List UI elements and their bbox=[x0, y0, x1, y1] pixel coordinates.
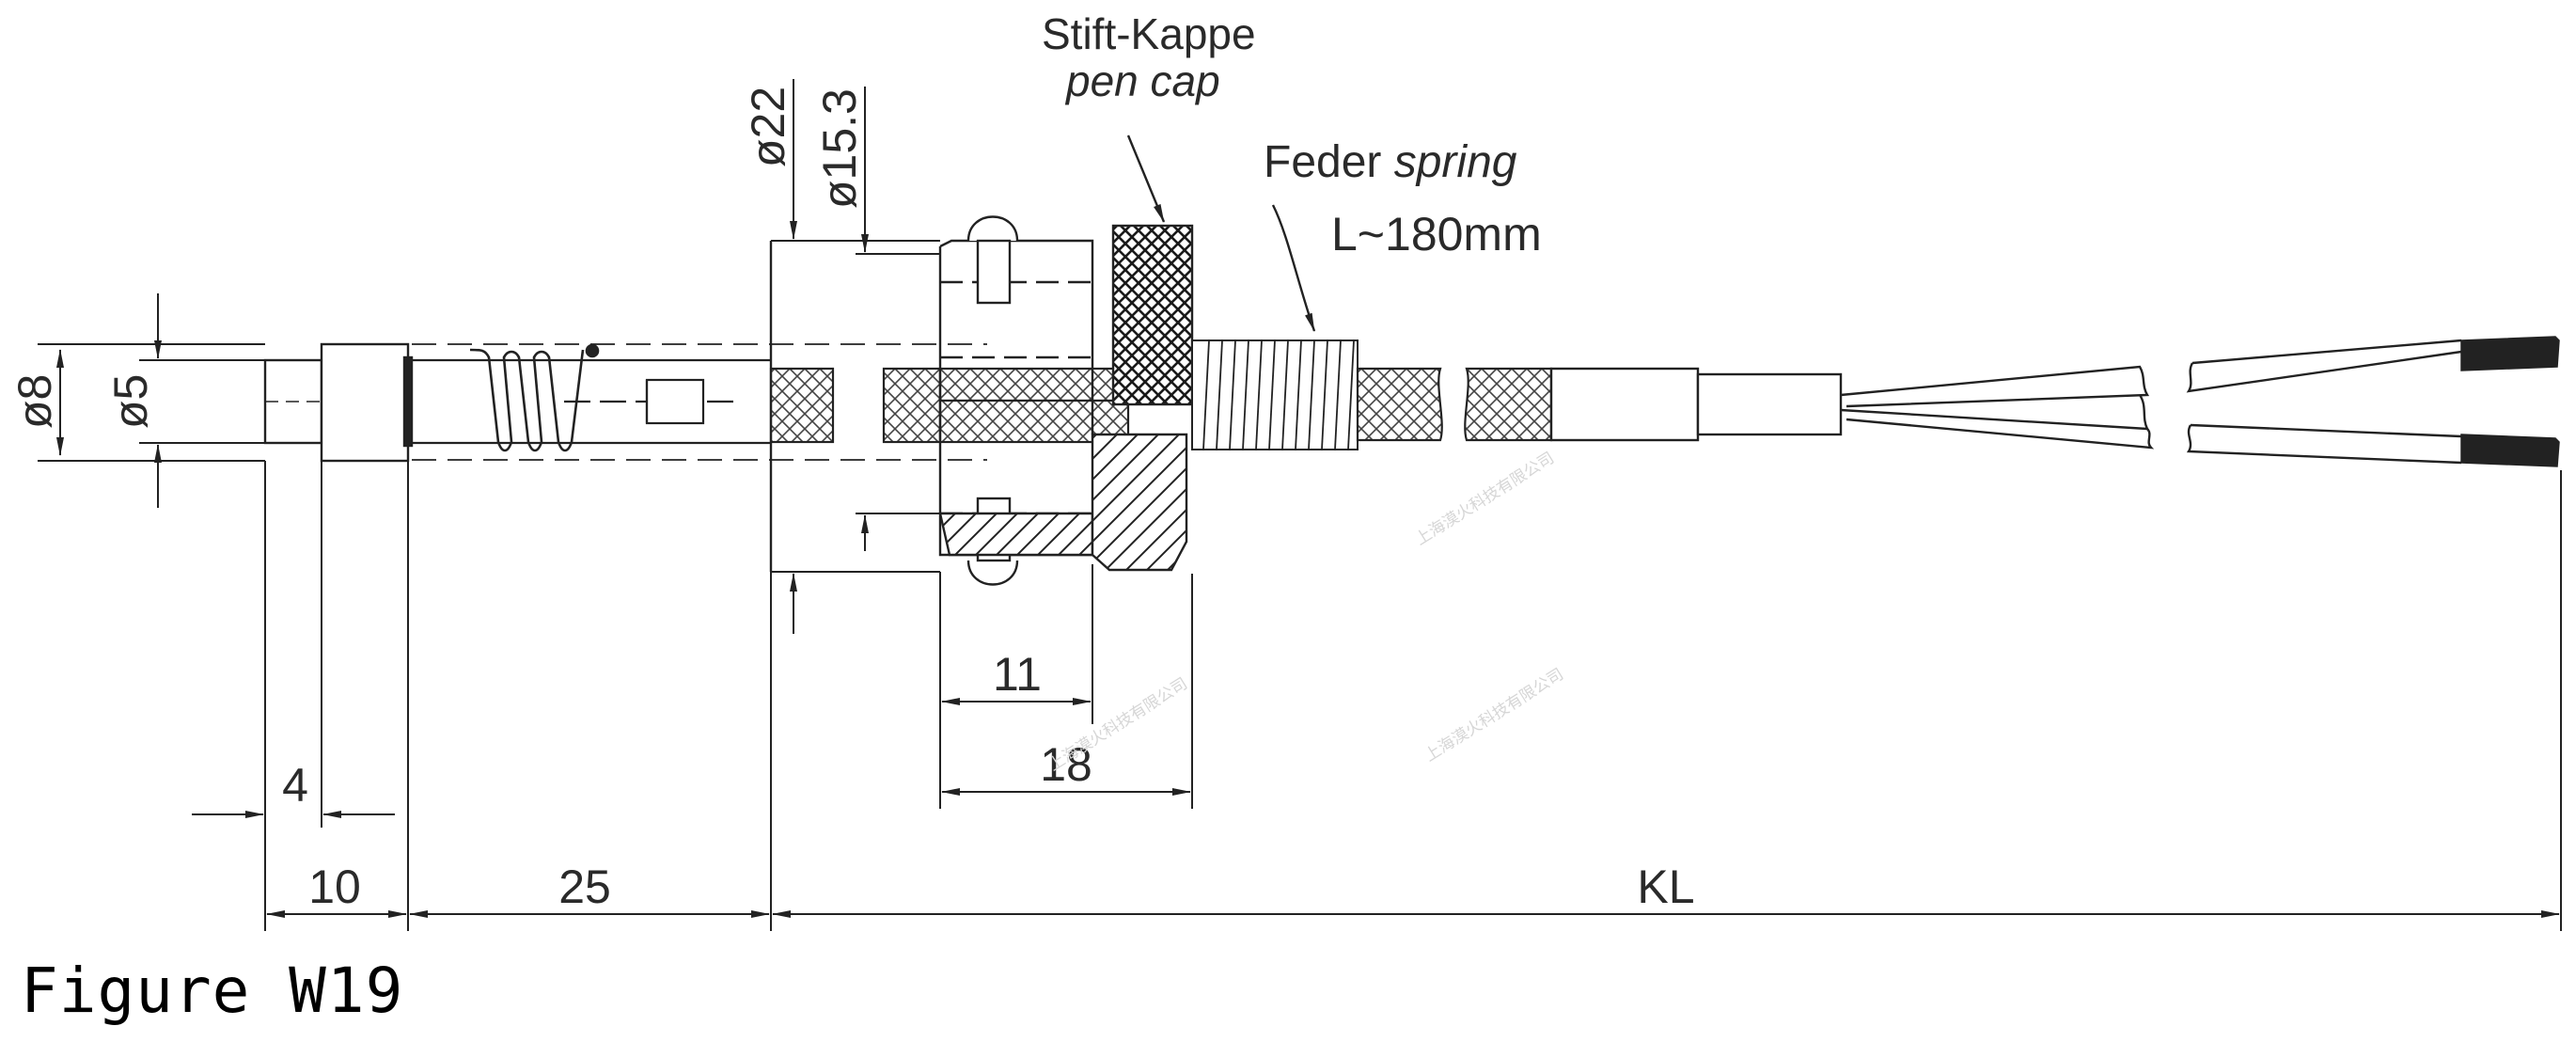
callout-pen-cap-en: pen cap bbox=[1064, 56, 1220, 105]
sensor-tip bbox=[263, 358, 323, 445]
dashed-hidden-lines bbox=[412, 343, 987, 461]
dim-d5: ø5 bbox=[104, 374, 157, 429]
dim-kl: KL bbox=[1637, 860, 1694, 913]
wire-ends bbox=[2460, 336, 2560, 467]
callout-spring-length: L~180mm bbox=[1331, 208, 1542, 260]
dim-10: 10 bbox=[308, 860, 361, 913]
fitting-hatched-section bbox=[938, 433, 1188, 572]
watermark: 上海漠火科技有限公司 bbox=[1422, 665, 1567, 766]
cable-splitter bbox=[1549, 367, 1843, 442]
dimension-lines bbox=[38, 79, 2562, 931]
sensor-sleeve bbox=[320, 342, 414, 463]
callout-pen-cap-de: Stift-Kappe bbox=[1042, 9, 1256, 58]
fitting-pin-top bbox=[966, 215, 1019, 305]
probe-sheath bbox=[412, 358, 771, 445]
dim-d15-3: ø15.3 bbox=[813, 88, 866, 209]
lead-wires bbox=[1840, 339, 2462, 465]
svg-text:Feder spring: Feder spring bbox=[1264, 137, 1517, 187]
braided-cable bbox=[1356, 367, 1553, 442]
pen-cap-knurled bbox=[1111, 224, 1194, 406]
dim-18: 18 bbox=[1040, 738, 1092, 791]
dim-4: 4 bbox=[282, 759, 308, 812]
callout-spring-en: spring bbox=[1394, 137, 1517, 187]
dim-d22: ø22 bbox=[742, 87, 794, 167]
dim-11: 11 bbox=[993, 648, 1042, 701]
callout-spring: Feder spring bbox=[1264, 137, 1517, 187]
spiral-coil bbox=[469, 343, 600, 452]
watermark: 上海漠火科技有限公司 bbox=[1045, 674, 1191, 775]
dim-25: 25 bbox=[558, 860, 611, 913]
dim-d8: ø8 bbox=[8, 374, 61, 429]
fitting-braided-core bbox=[769, 367, 1130, 444]
callout-spring-de: Feder bbox=[1264, 137, 1381, 187]
figure-caption: Figure W19 bbox=[21, 955, 404, 1027]
watermark: 上海漠火科技有限公司 bbox=[1412, 449, 1558, 549]
spring-coil bbox=[1191, 339, 1359, 450]
callout-leaders bbox=[1126, 134, 1316, 332]
